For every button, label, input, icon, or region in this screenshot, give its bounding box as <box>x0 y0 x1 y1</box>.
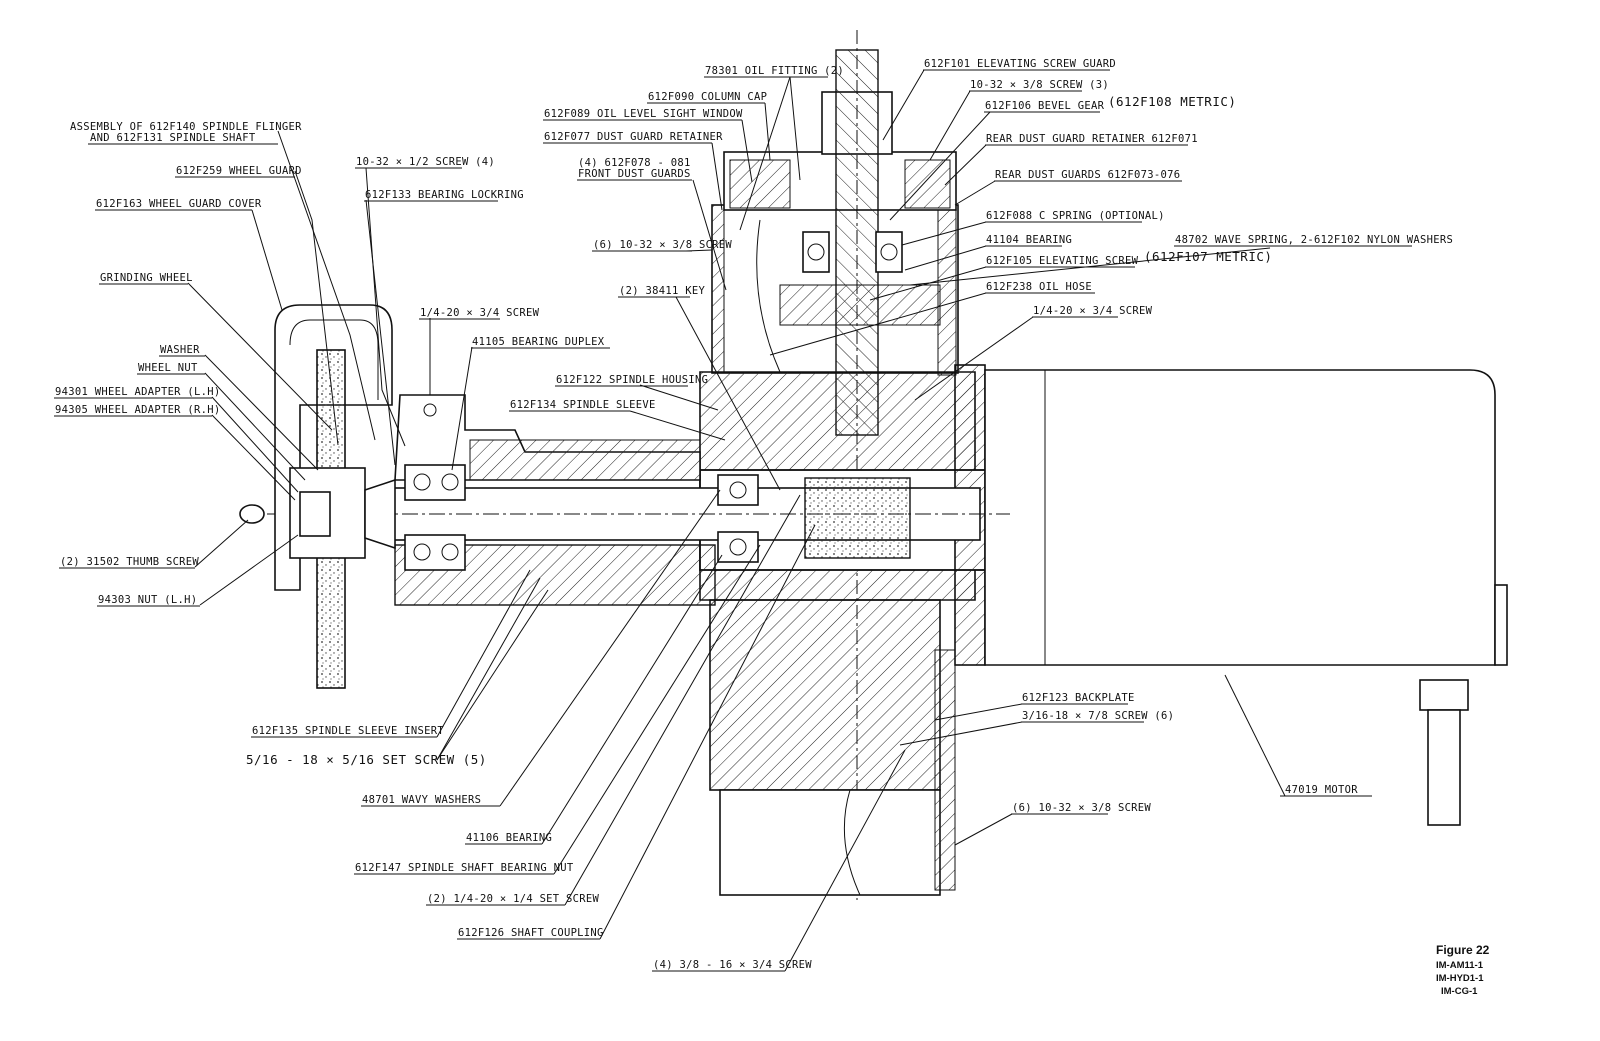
labels-bottom: 612F135 SPINDLE SLEEVE INSERT 5/16 - 18 … <box>246 725 812 972</box>
label-wave-spring: 48702 WAVE SPRING, 2-612F102 NYLON WASHE… <box>1175 234 1453 246</box>
label-wheel-nut: WHEEL NUT <box>138 362 198 374</box>
label-bearing-lockring: 612F133 BEARING LOCKRING <box>365 189 524 201</box>
labels-left: ASSEMBLY OF 612F140 SPINDLE FLINGER AND … <box>54 121 302 607</box>
label-bearing-duplex: 41105 BEARING DUPLEX <box>472 336 605 348</box>
bearing-ball-left <box>807 243 825 261</box>
label-spindle-housing: 612F122 SPINDLE HOUSING <box>556 374 708 386</box>
label-c-spring: 612F088 C SPRING (OPTIONAL) <box>986 210 1165 222</box>
label-oil-hose: 612F238 OIL HOSE <box>986 281 1092 293</box>
label-shaft-coupling: 612F126 SHAFT COUPLING <box>458 927 604 939</box>
wheel-nut <box>299 491 331 537</box>
label-thumb-screw: (2) 31502 THUMB SCREW <box>60 556 199 568</box>
label-screw-quarter-20: 1/4-20 × 3/4 SCREW <box>420 307 540 319</box>
label-front-dust-guards-pn: (4) 612F078 - 081 <box>578 157 691 169</box>
rear-bearing-lower <box>717 531 759 563</box>
label-nut-lh: 94303 NUT (L.H) <box>98 594 197 606</box>
label-motor: 47019 MOTOR <box>1285 784 1358 796</box>
label-wheel-guard-cover: 612F163 WHEEL GUARD COVER <box>96 198 262 210</box>
figure-ref-1: IM-AM11-1 <box>1436 960 1484 971</box>
bearing-left <box>802 231 830 273</box>
machine-geometry <box>239 30 1508 900</box>
thumb-screw <box>239 504 265 524</box>
figure-ref-2: IM-HYD1-1 <box>1436 973 1484 984</box>
bearing-duplex-lower <box>404 534 466 571</box>
label-key: (2) 38411 KEY <box>619 285 705 297</box>
bearing-duplex-upper <box>404 464 466 501</box>
rear-dust-guard-lower <box>934 649 956 891</box>
bearing-right <box>875 231 903 273</box>
label-grinding-wheel: GRINDING WHEEL <box>100 272 193 284</box>
label-dust-guard-retainer: 612F077 DUST GUARD RETAINER <box>544 131 723 143</box>
label-washer: WASHER <box>160 344 200 356</box>
label-screw-quarter-20-right: 1/4-20 × 3/4 SCREW <box>1033 305 1153 317</box>
spindle-flinger <box>364 478 396 550</box>
label-spindle-shaft-bearing-nut: 612F147 SPINDLE SHAFT BEARING NUT <box>355 862 574 874</box>
label-rear-dust-guard-retainer: REAR DUST GUARD RETAINER 612F071 <box>986 133 1198 145</box>
label-screw-10-32-3: 10-32 × 3/8 SCREW (3) <box>970 79 1109 91</box>
label-bearing-41104: 41104 BEARING <box>986 234 1072 246</box>
leader-lines <box>187 69 1286 972</box>
motor-junction-box <box>1494 584 1508 666</box>
label-screw-10-32-6: (6) 10-32 × 3/8 SCREW <box>593 239 732 251</box>
label-spindle-shaft: AND 612F131 SPINDLE SHAFT <box>90 132 256 144</box>
label-wavy-washers: 48701 WAVY WASHERS <box>362 794 481 806</box>
oil-hose-lower <box>843 789 861 896</box>
label-front-dust-guards: FRONT DUST GUARDS <box>578 168 691 180</box>
labels-right: 612F101 ELEVATING SCREW GUARD 10-32 × 3/… <box>923 58 1453 815</box>
housing-screw-head <box>423 403 437 417</box>
label-screw-3-8-16: (4) 3/8 - 16 × 3/4 SCREW <box>653 959 812 971</box>
rear-bearing-upper <box>717 474 759 506</box>
column-lower-body <box>709 599 941 791</box>
label-elevating-screw: 612F105 ELEVATING SCREW <box>986 255 1139 267</box>
label-wheel-adapter-rh: 94305 WHEEL ADAPTER (R.H) <box>55 404 221 416</box>
label-screw-10-32-half: 10-32 × 1/2 SCREW (4) <box>356 156 495 168</box>
motor-conduit <box>1427 709 1461 826</box>
shaft-coupling <box>804 477 911 559</box>
motor-body <box>984 369 1496 666</box>
label-bevel-gear: 612F106 BEVEL GEAR <box>985 100 1105 112</box>
bevel-gear-block <box>779 284 941 326</box>
label-bevel-gear-metric: (612F108 METRIC) <box>1108 94 1236 109</box>
front-dust-guard-strip <box>711 204 725 374</box>
label-set-screw-5-16: 5/16 - 18 × 5/16 SET SCREW (5) <box>246 752 487 767</box>
column-base <box>719 789 941 896</box>
wheel-guard <box>274 304 393 591</box>
wheel-guard-inner <box>289 319 379 400</box>
figure-ref-3: IM-CG-1 <box>1441 986 1478 997</box>
label-elevating-screw-guard: 612F101 ELEVATING SCREW GUARD <box>924 58 1116 70</box>
figure-title: Figure 22 <box>1436 943 1490 957</box>
label-wheel-adapter-lh: 94301 WHEEL ADAPTER (L.H) <box>55 386 221 398</box>
label-oil-fitting: 78301 OIL FITTING (2) <box>705 65 844 77</box>
label-set-screw-quarter-20: (2) 1/4-20 × 1/4 SET SCREW <box>427 893 600 905</box>
label-elevating-screw-metric: (612F107 METRIC) <box>1144 249 1272 264</box>
label-spindle-flinger-assembly: ASSEMBLY OF 612F140 SPINDLE FLINGER <box>70 121 302 133</box>
bearing-ball-right <box>880 243 898 261</box>
label-spindle-sleeve: 612F134 SPINDLE SLEEVE <box>510 399 656 411</box>
label-bearing-41106: 41106 BEARING <box>466 832 552 844</box>
oil-hose-upper <box>756 219 781 373</box>
motor-fitting <box>1419 679 1469 711</box>
label-screw-10-32-6-right: (6) 10-32 × 3/8 SCREW <box>1012 802 1151 814</box>
column-cap-section-right <box>904 159 951 209</box>
spindle-sleeve-upper <box>469 439 701 481</box>
label-rear-dust-guards: REAR DUST GUARDS 612F073-076 <box>995 169 1180 181</box>
labels-center-top: 10-32 × 1/2 SCREW (4) 612F133 BEARING LO… <box>355 65 844 412</box>
label-oil-level-sight-window: 612F089 OIL LEVEL SIGHT WINDOW <box>544 108 743 120</box>
label-wheel-guard: 612F259 WHEEL GUARD <box>176 165 302 177</box>
label-spindle-sleeve-insert: 612F135 SPINDLE SLEEVE INSERT <box>252 725 444 737</box>
label-screw-3-16-18: 3/16-18 × 7/8 SCREW (6) <box>1022 710 1174 722</box>
label-backplate: 612F123 BACKPLATE <box>1022 692 1135 704</box>
figure-caption: Figure 22 IM-AM11-1 IM-HYD1-1 IM-CG-1 <box>1436 943 1490 997</box>
label-column-cap: 612F090 COLUMN CAP <box>648 91 767 103</box>
